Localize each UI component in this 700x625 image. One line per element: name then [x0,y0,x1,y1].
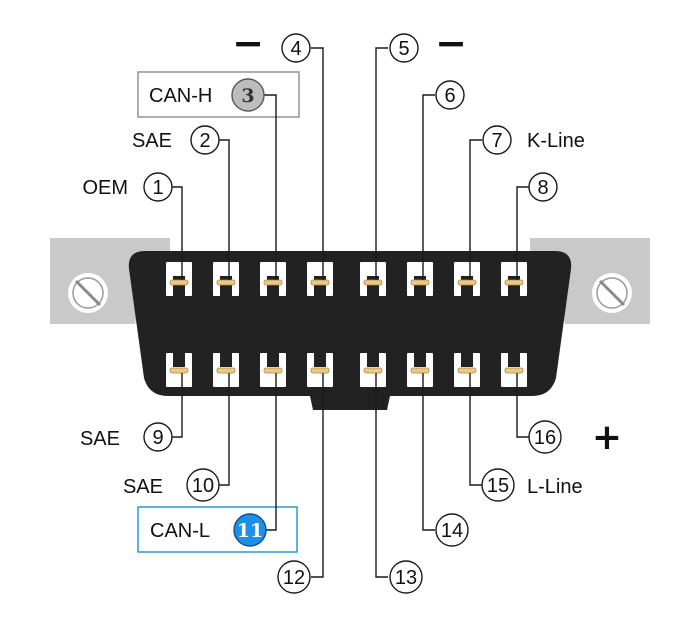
pin-1-number: 1 [152,177,163,199]
pin-1-label: OEM [82,177,128,199]
pin-11-label: CAN-L [150,520,210,542]
pin-4-callout: 4 − [232,21,324,280]
pin-9-label: SAE [80,428,120,450]
pin-7-callout: 7 K-Line [469,125,585,280]
pin-5-callout: 5 − [375,21,467,280]
terminals-top-row [169,279,524,286]
cavity-notches-bottom [173,353,520,367]
pin-6-number: 6 [444,85,455,107]
pin-4-number: 4 [290,38,301,60]
pin-10-callout: 10 SAE [123,373,230,502]
pin-15-number: 15 [487,475,509,497]
ground-minus-right: − [435,21,467,65]
ground-minus-left: − [232,21,264,65]
pin-14-number: 14 [441,520,463,542]
pin-3-number: 3 [241,85,254,107]
pin-8-callout: 8 [516,172,558,280]
pin-2-number: 2 [199,130,210,152]
pin-7-label: K-Line [527,130,585,152]
pin-9-number: 9 [152,427,163,449]
pin-10-number: 10 [192,475,214,497]
pin-12-callout: 12 [277,373,324,594]
pin-9-callout: 9 SAE [80,373,183,452]
pin-13-callout: 13 [375,373,423,594]
pin-8-number: 8 [537,177,548,199]
pin-3-label: CAN-H [149,85,212,107]
pin-7-number: 7 [491,130,502,152]
pin-12-number: 12 [283,567,305,589]
pin-11-number: 11 [237,520,263,542]
pin-1-callout: 1 OEM [82,172,183,280]
pin-2-label: SAE [132,130,172,152]
pin-6-callout: 6 [422,80,465,280]
pin-11-callout: 11 CAN-L [137,373,298,553]
battery-plus: + [592,417,622,458]
pin-2-callout: 2 SAE [132,125,230,280]
pin-15-callout: 15 L-Line [469,373,583,502]
pin-13-number: 13 [395,567,417,589]
pin-16-callout: 16 + [516,373,622,458]
pin-10-label: SAE [123,476,163,498]
terminals-bottom-row [169,367,524,374]
pin-15-label: L-Line [527,476,583,498]
pin-14-callout: 14 [422,373,469,547]
pin-5-number: 5 [398,38,409,60]
pin-16-number: 16 [534,427,556,449]
pin-3-callout: 3 CAN-H [137,71,300,280]
